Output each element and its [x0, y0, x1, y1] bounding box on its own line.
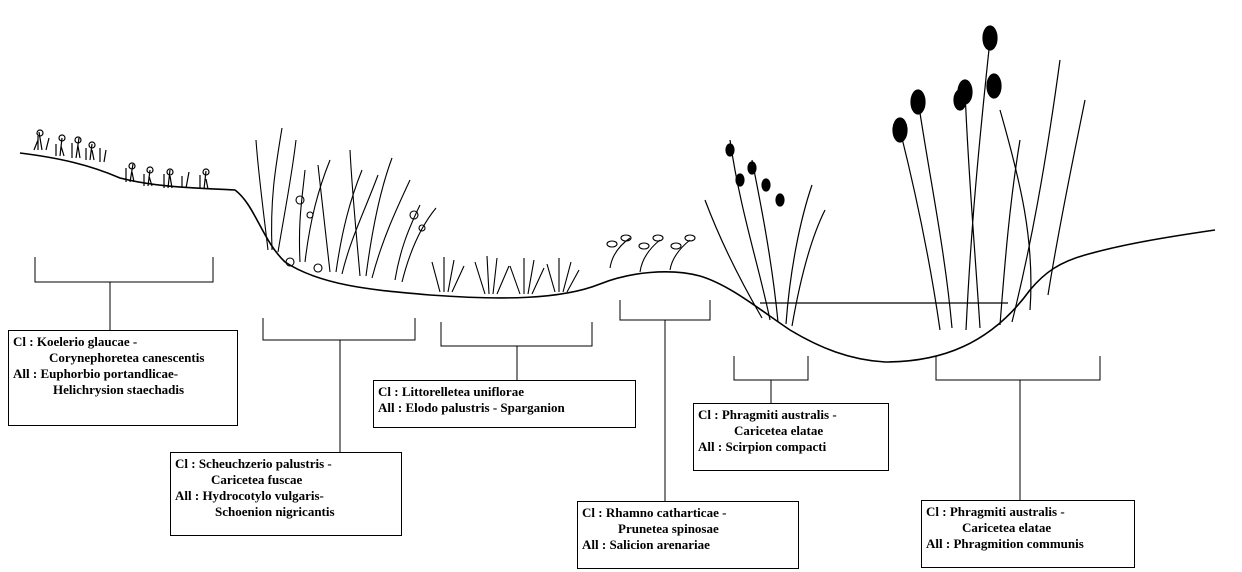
scheuchzerio-class: Cl : Scheuchzerio palustris - — [175, 456, 397, 472]
phragmiti-right-alliance: All : Phragmition communis — [926, 536, 1130, 552]
littorelletea-class: Cl : Littorelletea uniflorae — [378, 384, 631, 400]
littorelletea-alliance: All : Elodo palustris - Sparganion — [378, 400, 631, 416]
koelerio-alliance: All : Euphorbio portandlicae- — [13, 366, 233, 382]
scheuchzerio-alliance-cont: Schoenion nigricantis — [175, 504, 397, 520]
phragmiti-right-class-cont: Caricetea elatae — [926, 520, 1130, 536]
koelerio-class: Cl : Koelerio glaucae - — [13, 334, 233, 350]
tall-reeds — [893, 26, 1085, 330]
mid-reeds — [705, 140, 825, 326]
phragmiti-right-class: Cl : Phragmiti australis - — [926, 504, 1130, 520]
label-koelerio: Cl : Koelerio glaucae - Corynephoretea c… — [8, 330, 238, 426]
phragmiti-mid-class-cont: Caricetea elatae — [698, 423, 884, 439]
label-littorelletea: Cl : Littorelletea uniflorae All : Elodo… — [373, 380, 636, 428]
label-phragmiti-phragmition: Cl : Phragmiti australis - Caricetea ela… — [921, 500, 1135, 568]
shrubs — [607, 235, 695, 272]
slack-grasses — [256, 128, 579, 294]
phragmiti-mid-alliance: All : Scirpion compacti — [698, 439, 884, 455]
label-rhamno: Cl : Rhamno catharticae - Prunetea spino… — [577, 501, 799, 569]
label-phragmiti-scirpion: Cl : Phragmiti australis - Caricetea ela… — [693, 403, 889, 471]
rhamno-class: Cl : Rhamno catharticae - — [582, 505, 794, 521]
label-scheuchzerio: Cl : Scheuchzerio palustris - Caricetea … — [170, 452, 402, 536]
koelerio-class-cont: Corynephoretea canescentis — [13, 350, 233, 366]
scheuchzerio-class-cont: Caricetea fuscae — [175, 472, 397, 488]
rhamno-class-cont: Prunetea spinosae — [582, 521, 794, 537]
phragmiti-mid-class: Cl : Phragmiti australis - — [698, 407, 884, 423]
scheuchzerio-alliance: All : Hydrocotylo vulgaris- — [175, 488, 397, 504]
koelerio-alliance-cont: Helichrysion staechadis — [13, 382, 233, 398]
rhamno-alliance: All : Salicion arenariae — [582, 537, 794, 553]
